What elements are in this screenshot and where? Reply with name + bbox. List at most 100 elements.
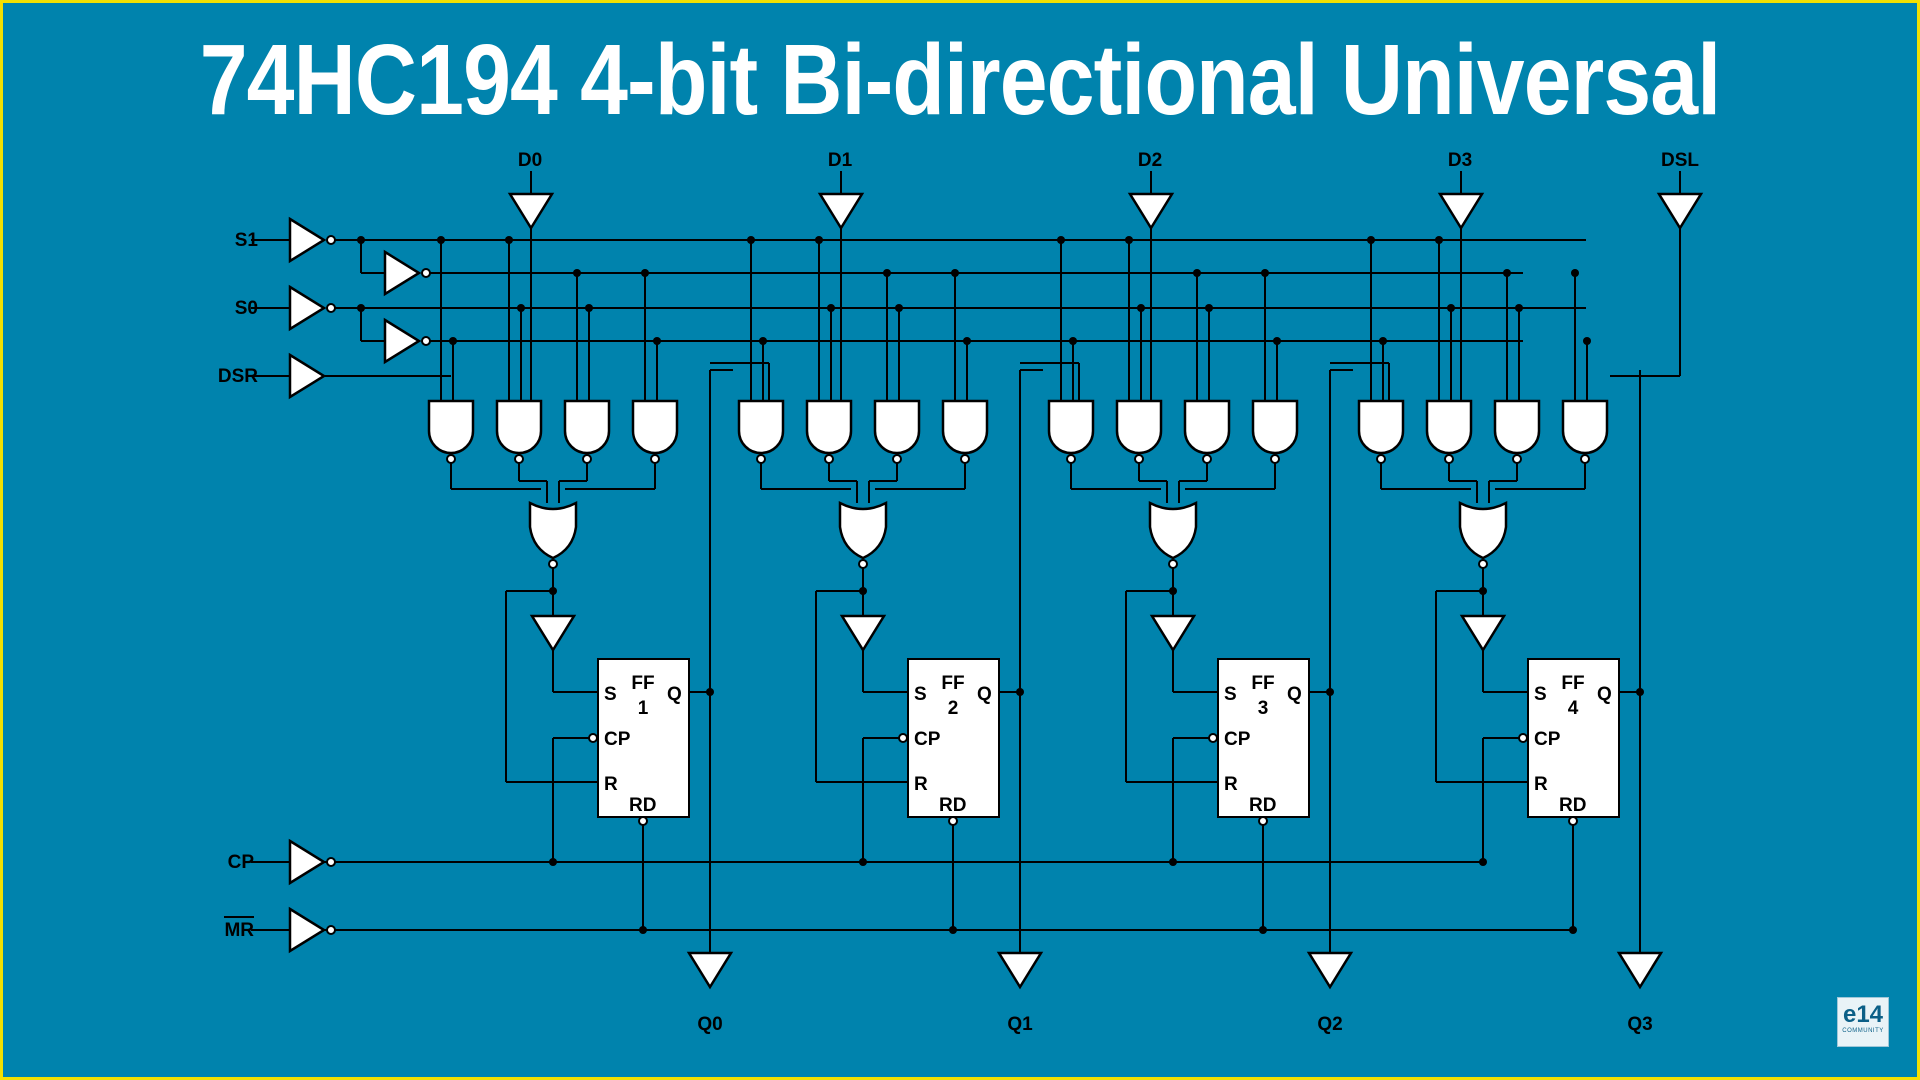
junction-dot xyxy=(357,236,365,244)
buffer-gate xyxy=(1127,192,1175,231)
and-gate xyxy=(1047,399,1095,455)
label-q2: Q2 xyxy=(1317,1014,1342,1035)
junction-dot xyxy=(1069,337,1077,345)
junction-dot xyxy=(1057,236,1065,244)
label-d1: D1 xyxy=(828,150,853,171)
label-d2: D2 xyxy=(1138,150,1162,171)
inversion-bubble xyxy=(514,454,524,464)
junction-dot xyxy=(641,269,649,277)
ff-3-q: Q xyxy=(1287,684,1302,705)
ff-2-r: R xyxy=(914,774,928,795)
or-gate xyxy=(1458,500,1508,560)
junction-dot xyxy=(1169,858,1177,866)
junction-dot xyxy=(1273,337,1281,345)
junction-dot xyxy=(883,269,891,277)
buffer-gate xyxy=(1306,951,1354,990)
page-title: 74HC194 4-bit Bi-directional Universal xyxy=(199,24,1721,136)
flipflop-2: FF 2 S Q CP R RD xyxy=(907,658,1000,818)
ff-1-cp: CP xyxy=(604,729,631,750)
inversion-bubble xyxy=(1478,559,1488,569)
inversion-bubble xyxy=(1066,454,1076,464)
flipflop-1: FF 1 S Q CP R RD xyxy=(597,658,690,818)
junction-dot xyxy=(1479,858,1487,866)
or-gate xyxy=(838,500,888,560)
circuit-diagram: S1 S0 DSR CP MR D0 D1 D2 D3 DSL Q0 Q1 Q2… xyxy=(218,150,1704,1035)
ff-1-label: FF xyxy=(631,673,654,694)
label-q3: Q3 xyxy=(1627,1014,1652,1035)
ff-2-cp: CP xyxy=(914,729,941,750)
logo-sub: COMMUNITY xyxy=(1842,1028,1884,1034)
ff-2-index: 2 xyxy=(948,698,959,719)
junction-dot xyxy=(585,304,593,312)
flipflop-3: FF 3 S Q CP R RD xyxy=(1217,658,1310,818)
and-gate xyxy=(427,399,475,455)
inversion-bubble xyxy=(756,454,766,464)
junction-dot xyxy=(815,236,823,244)
and-gate xyxy=(563,399,611,455)
label-cp: CP xyxy=(228,852,255,873)
junction-dot xyxy=(1261,269,1269,277)
ff-4-label: FF xyxy=(1561,673,1584,694)
label-q0: Q0 xyxy=(697,1014,722,1035)
buffer-gate xyxy=(1459,614,1507,653)
ff-4-q: Q xyxy=(1597,684,1612,705)
and-gate xyxy=(631,399,679,455)
junction-dot xyxy=(759,337,767,345)
label-q1: Q1 xyxy=(1007,1014,1033,1035)
buffer-gate xyxy=(1616,951,1664,990)
junction-dot xyxy=(1447,304,1455,312)
ff-2-rd: RD xyxy=(939,795,966,816)
ff-3-index: 3 xyxy=(1258,698,1269,719)
inversion-bubble xyxy=(858,559,868,569)
inversion-bubble xyxy=(326,235,336,245)
and-gate xyxy=(1425,399,1473,455)
diagram-frame: 74HC194 4-bit Bi-directional Universal S… xyxy=(3,3,1917,1077)
label-d0: D0 xyxy=(518,150,542,171)
junction-dot xyxy=(517,304,525,312)
inversion-bubble xyxy=(1512,454,1522,464)
junction-dot xyxy=(1503,269,1511,277)
inversion-bubble xyxy=(1376,454,1386,464)
ff-4-cp: CP xyxy=(1534,729,1561,750)
junction-dot xyxy=(1569,926,1577,934)
junction-dot xyxy=(1367,236,1375,244)
or-gate xyxy=(528,500,578,560)
ff-2-label: FF xyxy=(941,673,964,694)
and-gate xyxy=(1251,399,1299,455)
buffer-gate xyxy=(288,352,327,400)
junction-dot xyxy=(549,587,557,595)
buffer-gate xyxy=(686,951,734,990)
inversion-bubble xyxy=(446,454,456,464)
junction-dot xyxy=(505,236,513,244)
inversion-bubble xyxy=(582,454,592,464)
label-dsl: DSL xyxy=(1661,150,1699,171)
junction-dot xyxy=(1193,269,1201,277)
buffer-gate xyxy=(1437,192,1485,231)
inversion-bubble xyxy=(548,559,558,569)
inversion-bubble xyxy=(650,454,660,464)
ff-1-r: R xyxy=(604,774,618,795)
inversion-bubble xyxy=(421,336,431,346)
junction-dot xyxy=(859,858,867,866)
buffer-gate xyxy=(288,906,327,954)
inversion-bubble xyxy=(1444,454,1454,464)
label-s0: S0 xyxy=(235,298,258,319)
junction-dot xyxy=(1125,236,1133,244)
ff-3-s: S xyxy=(1224,684,1237,705)
inversion-bubble xyxy=(898,733,908,743)
ff-4-s: S xyxy=(1534,684,1547,705)
junction-dot xyxy=(827,304,835,312)
and-gate xyxy=(1493,399,1541,455)
buffer-gate xyxy=(996,951,1044,990)
inversion-bubble xyxy=(1202,454,1212,464)
junction-dot xyxy=(1571,269,1579,277)
ff-1-q: Q xyxy=(667,684,682,705)
inversion-bubble xyxy=(824,454,834,464)
and-gate xyxy=(805,399,853,455)
buffer-gate xyxy=(529,614,577,653)
inversion-bubble xyxy=(1518,733,1528,743)
junction-dot xyxy=(1169,587,1177,595)
and-gate xyxy=(1183,399,1231,455)
junction-dot xyxy=(653,337,661,345)
junction-dot xyxy=(549,858,557,866)
